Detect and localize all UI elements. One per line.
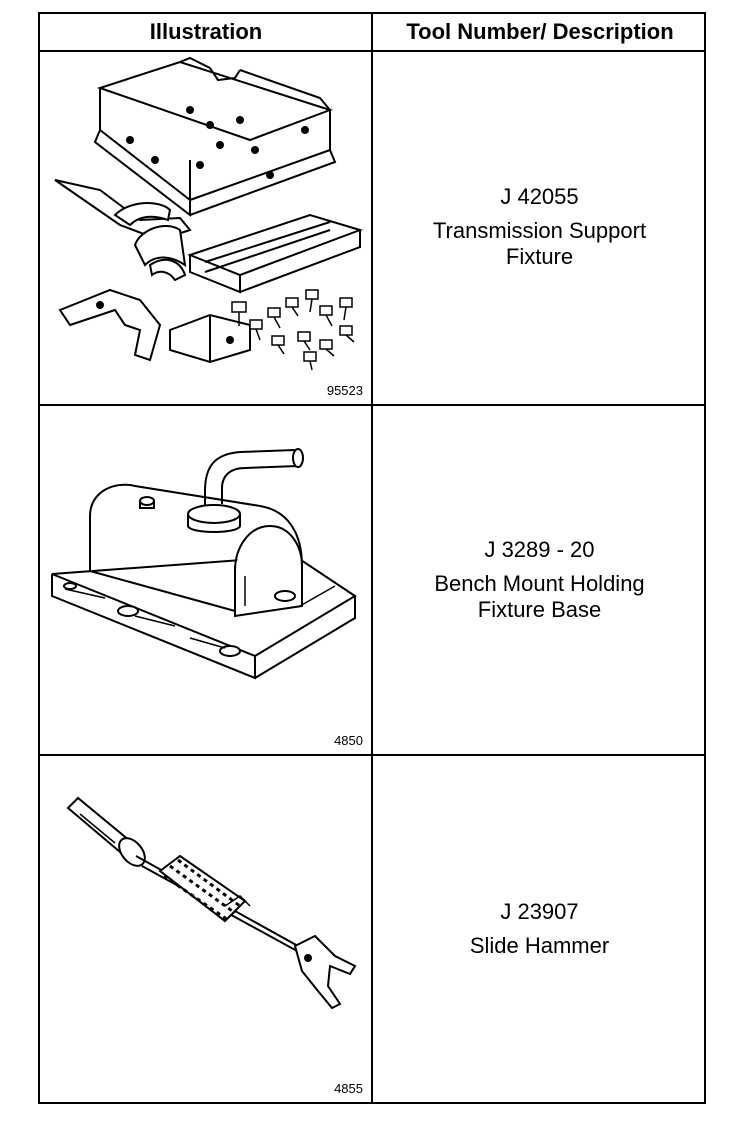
tool-number: J 3289 - 20 bbox=[484, 537, 595, 562]
table-row: 4850 J 3289 - 20 Bench Mount Holding Fix… bbox=[40, 406, 704, 756]
bench-mount-fixture-base-drawing bbox=[40, 406, 371, 754]
tool-description-cell: J 3289 - 20 Bench Mount Holding Fixture … bbox=[373, 406, 706, 754]
header-tool-description: Tool Number/ Description bbox=[406, 19, 674, 44]
transmission-support-fixture-drawing bbox=[40, 50, 371, 404]
table-row: 95523 J 42055 Transmission Support Fixtu… bbox=[40, 50, 704, 406]
transmission-support-fixture-illustration: 95523 bbox=[40, 50, 371, 404]
tool-description-line: Transmission Support bbox=[432, 218, 647, 243]
header-illustration: Illustration bbox=[149, 19, 263, 44]
tool-table: Illustration Tool Number/ Description bbox=[38, 12, 706, 1104]
slide-hammer-illustration: 4855 bbox=[40, 756, 371, 1102]
table-header: Illustration Tool Number/ Description bbox=[40, 14, 704, 52]
tool-number: J 23907 bbox=[500, 899, 579, 924]
table-row: 4855 J 23907 Slide Hammer bbox=[40, 756, 704, 1102]
tool-description-line: Fixture Base bbox=[477, 597, 602, 622]
tool-number: J 42055 bbox=[500, 184, 579, 209]
bench-mount-fixture-base-illustration: 4850 bbox=[40, 406, 371, 754]
column-divider bbox=[371, 14, 373, 1102]
tool-description-cell: J 42055 Transmission Support Fixture bbox=[373, 50, 706, 404]
tool-description-cell: J 23907 Slide Hammer bbox=[373, 756, 706, 1102]
figure-number: 4855 bbox=[334, 1081, 363, 1096]
tool-description-line: Fixture bbox=[505, 244, 574, 269]
figure-number: 4850 bbox=[334, 733, 363, 748]
tool-description-line: Slide Hammer bbox=[469, 933, 610, 958]
tool-description-line: Bench Mount Holding bbox=[434, 571, 645, 596]
slide-hammer-drawing bbox=[40, 756, 371, 1100]
figure-number: 95523 bbox=[326, 383, 363, 398]
